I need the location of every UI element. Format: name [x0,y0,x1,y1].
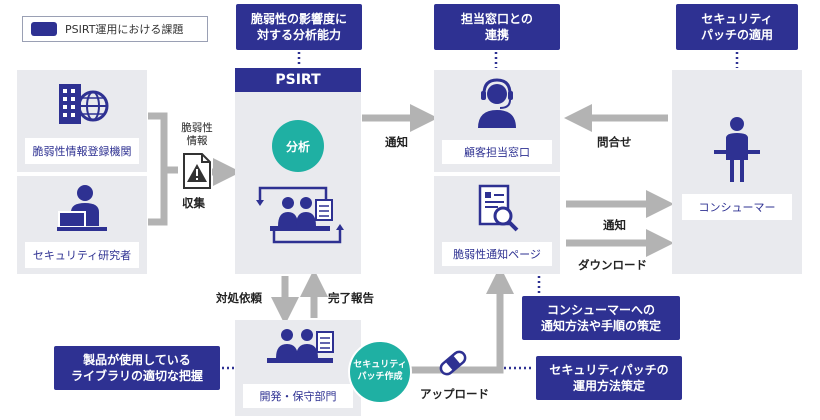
notify-consumer-label: 通知 [603,218,626,232]
collect-label: 収集 [182,196,205,210]
customer-panel: 顧客担当窓口 [434,70,560,172]
upload-label: アップロード [420,387,489,401]
building-globe-icon [59,84,109,124]
legend-label: PSIRT運用における課題 [65,23,184,36]
researcher-laptop-icon [57,185,107,231]
document-search-icon [478,184,519,232]
analysis-circle: 分析 [272,120,324,172]
psirt-title: PSIRT [235,68,361,92]
source-registry-panel: 脆弱性情報登録機関 [17,70,147,172]
vuln-page-panel: 脆弱性通知ページ [434,176,560,274]
inquiry-label: 問合せ [597,135,632,149]
download-label: ダウンロード [578,258,647,272]
dev-panel: 開発・保守部門 [235,320,361,416]
callout-library-awareness: 製品が使用している ライブラリの適切な把握 [54,346,220,390]
person-desk-icon [714,117,760,182]
callout-notification-policy: コンシューマーへの 通知方法や手順の策定 [522,296,680,340]
handling-request-label: 対処依頼 [216,291,262,305]
vuln-info-label: 脆弱性 情報 [181,122,213,148]
customer-label: 顧客担当窓口 [442,140,552,164]
headset-operator-icon [478,78,516,128]
consumer-panel: コンシューマー [672,70,802,274]
callout-contact-coordination: 担当窓口との 連携 [434,4,560,50]
dev-team-icon [267,329,334,363]
patch-bandage-icon [439,350,467,376]
source-researcher-label: セキュリティ研究者 [25,242,139,268]
completion-report-label: 完了報告 [328,291,374,305]
source-registry-label: 脆弱性情報登録機関 [25,138,139,164]
callout-impact-analysis: 脆弱性の影響度に 対する分析能力 [236,4,362,50]
team-meeting-icon [256,186,344,244]
vuln-page-label: 脆弱性通知ページ [442,242,552,266]
warning-document-icon [183,153,211,189]
dev-label: 開発・保守部門 [243,384,353,408]
patch-create-circle: セキュリティ パッチ作成 [348,340,412,404]
notify-customer-label: 通知 [385,135,408,149]
legend: PSIRT運用における課題 [22,16,208,42]
legend-swatch [31,22,57,36]
sources-bracket [148,112,168,226]
callout-patch-application: セキュリティ パッチの適用 [676,4,798,50]
consumer-label: コンシューマー [682,194,792,220]
callout-patch-policy: セキュリティパッチの 運用方法策定 [536,356,682,400]
source-researcher-panel: セキュリティ研究者 [17,176,147,274]
